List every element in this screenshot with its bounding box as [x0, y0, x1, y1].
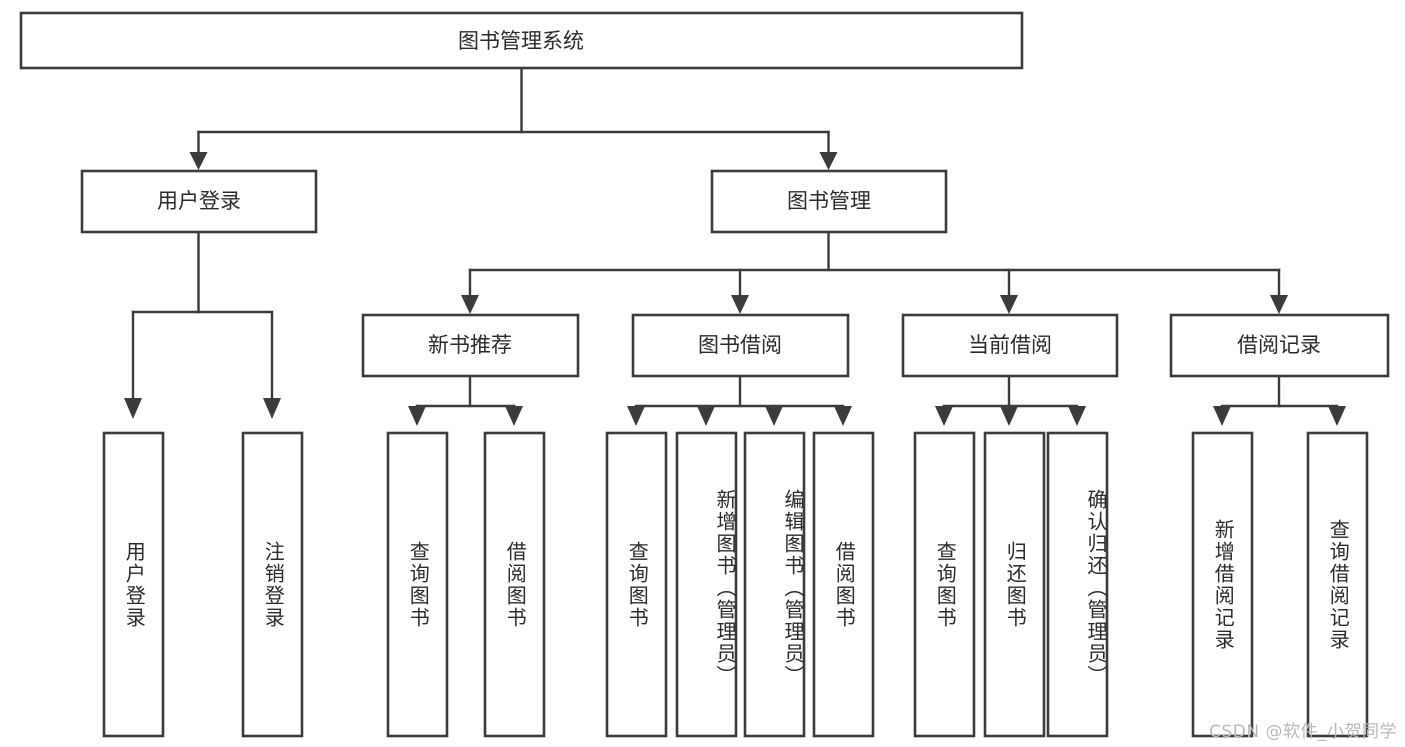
leaf-box-borrow-record-1[interactable] — [1306, 431, 1369, 738]
leaf-label-book-borrow-2: 编辑图书（管理员） — [781, 488, 805, 687]
leaf-label-borrow-record-1: 查询借阅记录 — [1326, 518, 1351, 651]
arrow-head-userlogin — [189, 152, 208, 170]
node-root-box[interactable] — [19, 11, 1024, 70]
leaf-box-user-login-1[interactable] — [241, 431, 304, 738]
node-borrow-record-box[interactable] — [1169, 313, 1390, 378]
leaf-label-book-borrow-3: 借阅图书 — [832, 540, 857, 629]
leaf-boxes-user-login — [102, 431, 304, 738]
node-user-login-box[interactable] — [80, 169, 318, 234]
arrow-head-borrowrecord — [1270, 295, 1288, 314]
arrow-head-bookborrow-leaf4 — [834, 406, 852, 426]
arrow-head-bookborrow — [731, 295, 749, 314]
connector-group-root — [189, 66, 838, 170]
arrow-head-newbook-leaf1 — [408, 406, 426, 426]
node-user-login[interactable]: 用户登录 — [80, 169, 318, 234]
leaf-label-new-book-0: 查询图书 — [406, 540, 431, 629]
arrow-head-bookborrow-leaf2 — [697, 406, 715, 426]
leaf-boxes-borrow-record — [1191, 431, 1369, 738]
arrow-head-newbook-leaf2 — [505, 406, 523, 426]
node-book-management-box[interactable] — [710, 169, 948, 234]
leaf-box-borrow-record-0[interactable] — [1191, 431, 1254, 738]
node-current-borrow[interactable]: 当前借阅 — [901, 313, 1119, 378]
leaf-box-new-book-0[interactable] — [386, 431, 449, 738]
node-root-label: 图书管理系统 — [458, 29, 584, 53]
arrow-head-currentborrow-leaf1 — [935, 406, 953, 426]
csdn-watermark: CSDN @软件_小贺同学 — [1209, 722, 1397, 742]
leaf-box-book-borrow-3[interactable] — [812, 431, 875, 738]
arrow-head-bookborrow-leaf1 — [627, 406, 645, 426]
leaf-boxes-current-borrow — [913, 431, 1109, 738]
arrow-head-bookborrow-leaf3 — [765, 406, 783, 426]
leaf-label-current-borrow-1: 归还图书 — [1003, 540, 1028, 629]
node-book-management[interactable]: 图书管理 — [710, 169, 948, 234]
node-current-borrow-label: 当前借阅 — [968, 333, 1052, 357]
leaf-label-book-borrow-1: 新增图书（管理员） — [713, 488, 737, 687]
leaf-box-user-login-0[interactable] — [102, 431, 165, 738]
connector-group-bookborrow — [627, 374, 852, 426]
node-new-book-recommend-box[interactable] — [361, 313, 580, 378]
node-book-borrow[interactable]: 图书借阅 — [631, 313, 850, 378]
connector-group-bookmgmt — [461, 230, 1288, 314]
node-root[interactable]: 图书管理系统 — [19, 11, 1024, 70]
node-borrow-record-label: 借阅记录 — [1237, 333, 1321, 357]
leaf-box-book-borrow-0[interactable] — [605, 431, 668, 738]
node-new-book-recommend[interactable]: 新书推荐 — [361, 313, 580, 378]
leaf-box-current-borrow-2[interactable] — [1046, 431, 1109, 738]
connector-group-currentborrow — [935, 374, 1086, 426]
arrow-head-borrowrecord-leaf1 — [1213, 406, 1231, 426]
arrow-head-newbook — [461, 295, 479, 314]
node-new-book-recommend-label: 新书推荐 — [428, 333, 512, 357]
connector-group-newbook — [408, 374, 523, 426]
leaf-label-book-borrow-0: 查询图书 — [625, 540, 650, 629]
node-current-borrow-box[interactable] — [901, 313, 1119, 378]
leaf-boxes-book-borrow — [605, 431, 875, 738]
arrow-head-currentborrow — [1000, 295, 1018, 314]
arrow-head-currentborrow-leaf2 — [1000, 406, 1018, 426]
node-book-borrow-label: 图书借阅 — [698, 333, 782, 357]
leaf-label-user-login-0: 用户登录 — [122, 540, 147, 629]
node-book-management-label: 图书管理 — [787, 189, 871, 213]
leaf-box-book-borrow-1[interactable] — [675, 431, 738, 738]
arrow-head-borrowrecord-leaf2 — [1328, 406, 1346, 426]
arrow-head-bookmgmt — [819, 152, 838, 170]
node-borrow-record[interactable]: 借阅记录 — [1169, 313, 1390, 378]
leaf-box-book-borrow-2[interactable] — [743, 431, 806, 738]
leaf-label-current-borrow-2: 确认归还（管理员） — [1084, 488, 1108, 687]
leaf-label-current-borrow-0: 查询图书 — [933, 540, 958, 629]
connector-group-userlogin — [124, 230, 281, 419]
leaf-label-borrow-record-0: 新增借阅记录 — [1211, 518, 1236, 651]
leaf-box-current-borrow-1[interactable] — [983, 431, 1046, 738]
arrow-head-userlogin-leaf1 — [124, 398, 142, 419]
leaf-box-current-borrow-0[interactable] — [913, 431, 976, 738]
leaf-label-user-login-1: 注销登录 — [261, 540, 286, 629]
leaf-label-new-book-1: 借阅图书 — [503, 540, 528, 629]
leaf-boxes-new-book-recommend — [386, 431, 546, 738]
connector-group-borrowrecord — [1213, 374, 1346, 426]
arrow-head-currentborrow-leaf3 — [1068, 406, 1086, 426]
leaf-box-new-book-1[interactable] — [483, 431, 546, 738]
arrow-head-userlogin-leaf2 — [263, 398, 281, 419]
node-user-login-label: 用户登录 — [157, 189, 241, 213]
node-book-borrow-box[interactable] — [631, 313, 850, 378]
